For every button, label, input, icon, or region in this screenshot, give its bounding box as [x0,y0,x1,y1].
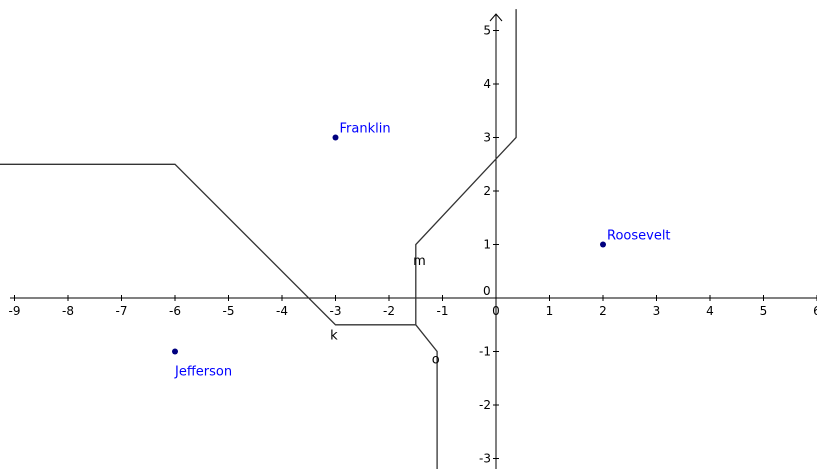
point-label-roosevelt: Roosevelt [607,229,671,244]
boundaries: k m o [0,9,517,469]
y-tick-label: -2 [479,398,491,412]
point-label-franklin: Franklin [340,122,391,137]
boundary-k [0,163,416,326]
y-tick-label: -1 [479,345,491,359]
x-tick-label: 5 [760,304,768,318]
point-label-jefferson: Jefferson [174,365,232,380]
y-tick-label: 4 [483,77,491,91]
x-tick-label: -2 [383,304,395,318]
y-ticks: 5 4 3 2 1 -1 -2 -3 [479,24,499,466]
axes [10,13,817,469]
x-tick-label: -3 [330,304,342,318]
origin-label: 0 [483,284,491,298]
point-franklin[interactable] [332,134,339,141]
x-tick-label: -6 [169,304,181,318]
boundary-label-o: o [432,352,440,367]
x-tick-label: -5 [223,304,235,318]
x-tick-label: 0 [492,304,500,318]
boundary-label-k: k [330,329,338,344]
point-jefferson[interactable] [172,348,178,355]
y-tick-label: -3 [479,452,491,466]
y-axis-arrow-icon [489,13,503,22]
boundary-o [415,324,438,469]
y-tick-label: 3 [483,131,491,145]
y-tick-label: 1 [483,238,491,252]
x-tick-label: 2 [599,304,607,318]
x-tick-label: -7 [116,304,128,318]
x-ticks: -9 -8 -7 -6 -5 -4 -3 -2 -1 0 1 2 3 4 5 6 [9,295,817,318]
point-roosevelt[interactable] [600,241,606,248]
x-tick-label: 4 [706,304,714,318]
boundary-label-m: m [413,254,426,269]
x-tick-label: -1 [437,304,449,318]
boundary-m [415,9,517,325]
y-tick-label: 5 [483,24,491,38]
x-tick-label: 6 [813,304,817,318]
x-tick-label: -8 [62,304,74,318]
y-tick-label: 2 [483,184,491,198]
x-tick-label: -4 [276,304,288,318]
x-tick-label: 1 [546,304,554,318]
x-tick-label: -9 [9,304,21,318]
x-tick-label: 3 [653,304,661,318]
